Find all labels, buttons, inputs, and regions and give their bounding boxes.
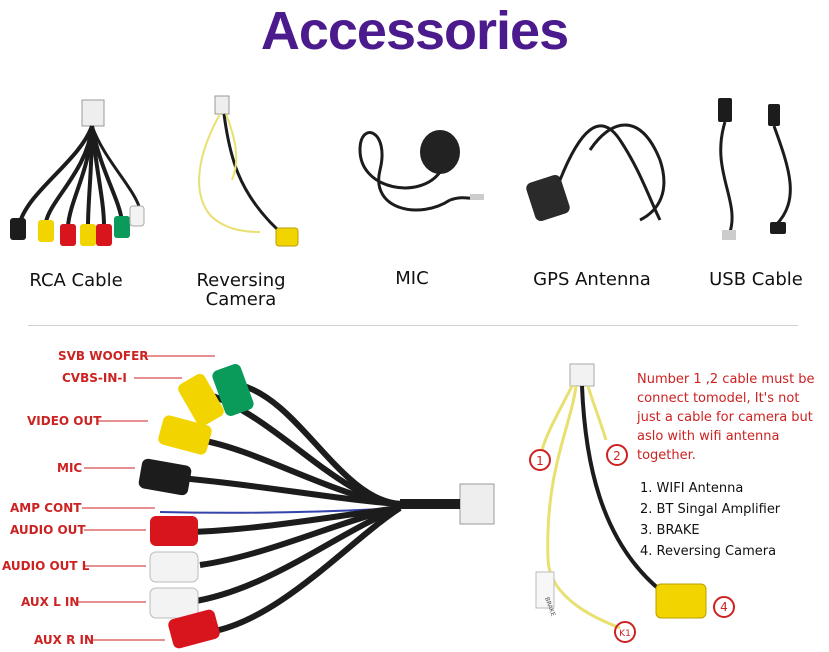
marker-1: 1 xyxy=(536,454,544,468)
marker-2: 2 xyxy=(613,449,621,463)
usb-cable-image xyxy=(718,98,792,240)
mic-image xyxy=(358,130,484,212)
wire-label-audio-out-l: AUDIO OUT L xyxy=(2,559,90,573)
section-divider xyxy=(28,325,798,326)
legend-item-reversing-camera: 4. Reversing Camera xyxy=(640,544,777,559)
rca-cable-image xyxy=(10,99,145,246)
rca-harness-diagram xyxy=(138,364,495,649)
cable-note: Number 1 ,2 cable must be connect tomode… xyxy=(637,372,815,463)
reversing-camera-image xyxy=(198,95,299,247)
wire-label-mic: MIC xyxy=(57,461,83,475)
product-label-usb: USB Cable xyxy=(709,269,803,290)
callout-lines xyxy=(78,355,215,641)
wire-label-video-out: VIDEO OUT xyxy=(27,414,102,428)
gps-antenna-image xyxy=(526,123,666,222)
wire-label-aux-l-in: AUX L IN xyxy=(21,595,80,609)
marker-k1: K1 xyxy=(619,629,631,639)
product-label-gps: GPS Antenna xyxy=(533,269,651,290)
page-title: Accessories xyxy=(260,1,569,61)
legend-item-bt-amplifier: 2. BT Singal Amplifier xyxy=(640,502,781,517)
wire-label-cvbs-in: CVBS-IN-I xyxy=(62,371,127,385)
product-label-mic: MIC xyxy=(395,268,429,289)
cable-legend: 1. WIFI Antenna 2. BT Singal Amplifier 3… xyxy=(640,478,780,562)
product-label-rca: RCA Cable xyxy=(29,270,123,291)
wire-label-svb-woofer: SVB WOOFER xyxy=(58,349,149,363)
legend-item-brake: 3. BRAKE xyxy=(640,523,700,538)
wire-label-audio-out: AUDIO OUT xyxy=(10,523,86,537)
legend-item-wifi-antenna: 1. WIFI Antenna xyxy=(640,481,744,496)
wire-label-amp-cont: AMP CONT xyxy=(10,501,82,515)
marker-4: 4 xyxy=(720,600,728,614)
wire-label-aux-r-in: AUX R IN xyxy=(34,633,95,647)
product-label-reversing-camera: Reversing Camera xyxy=(196,270,286,310)
